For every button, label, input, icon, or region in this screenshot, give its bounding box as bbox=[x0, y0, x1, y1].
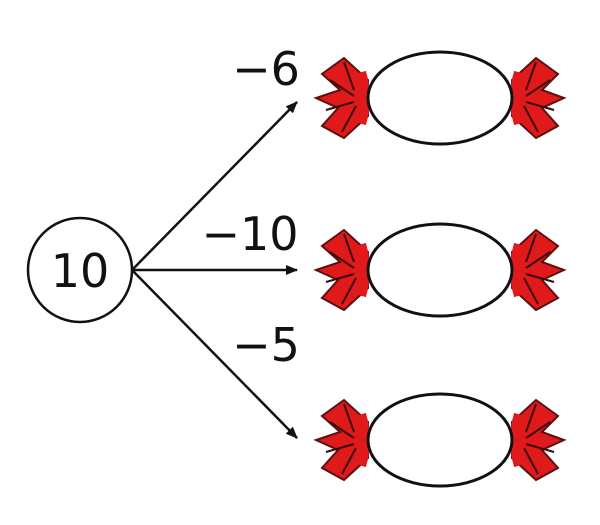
operation-labels: −6 −10 −5 bbox=[201, 42, 299, 372]
branch-arrows bbox=[131, 101, 298, 439]
operation-label-bottom: −5 bbox=[232, 318, 300, 372]
operation-label-top: −6 bbox=[232, 42, 300, 96]
candy-icon bbox=[316, 224, 564, 316]
operation-label-middle: −10 bbox=[201, 207, 298, 261]
candy-icon bbox=[316, 394, 564, 486]
candy-result-top bbox=[316, 52, 564, 144]
start-node: 10 bbox=[26, 216, 134, 324]
arrow-bottom bbox=[131, 269, 298, 439]
candy-result-bottom bbox=[316, 394, 564, 486]
candy-icon bbox=[316, 52, 564, 144]
candy-result-middle bbox=[316, 224, 564, 316]
arrow-top bbox=[131, 101, 298, 271]
start-value: 10 bbox=[51, 244, 110, 298]
